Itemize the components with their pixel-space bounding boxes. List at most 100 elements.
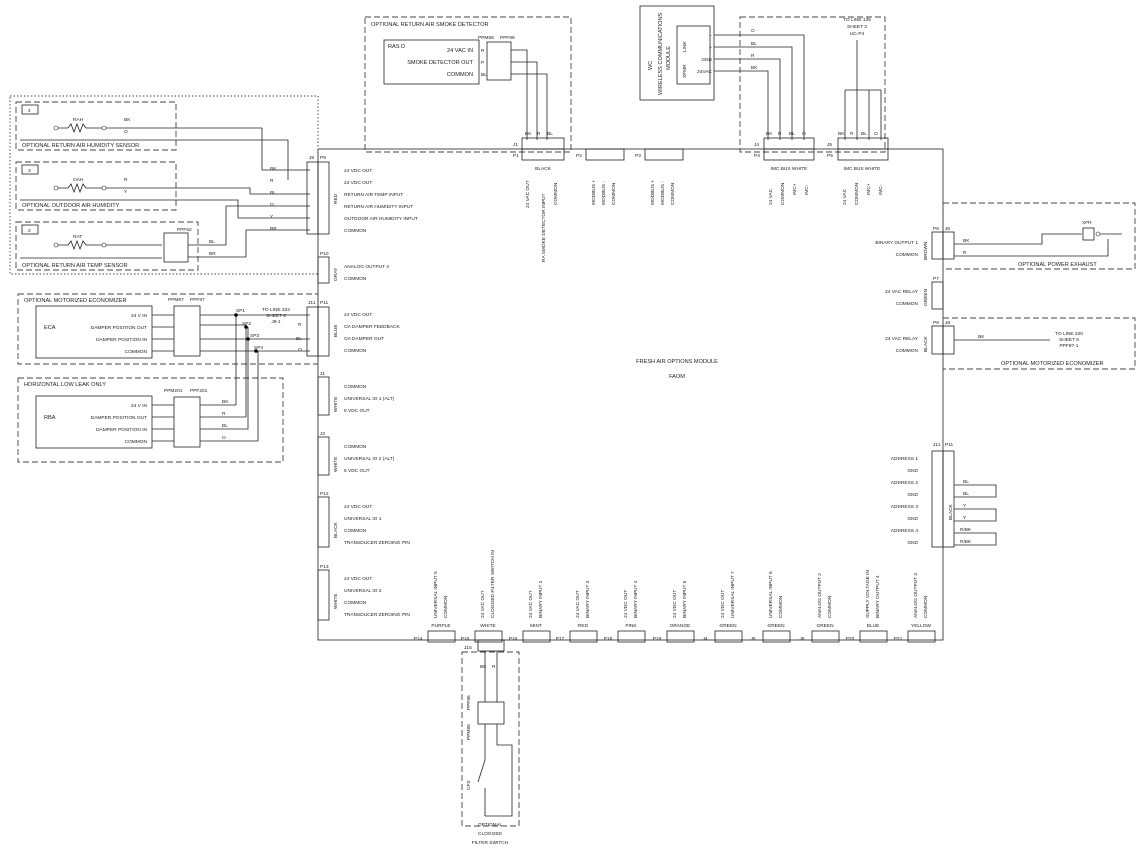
filter-switch-wires (477, 651, 513, 817)
rat-num-flag (21, 224, 39, 235)
bottom-conn-label-11: P21 (894, 636, 903, 642)
j11l-label-4: COMMON (344, 348, 367, 354)
module-name: FRESH AIR OPTIONS MODULE (636, 359, 718, 365)
j2l-conn-label: J2 (320, 431, 325, 437)
j1-wire-2: R (537, 131, 541, 137)
j15-plug (477, 639, 505, 652)
j8-plug-label: J8 (945, 320, 950, 326)
p1-label-1: 24 VAC OUT (525, 180, 531, 208)
eca-to-line-3: J8-1 (271, 319, 281, 325)
bottom-conn-label-b-2: CLOGGED FILTER SWITCH IN (490, 550, 496, 618)
p4-label-2: COMMON (780, 182, 786, 205)
address-wire-6: R/BK (960, 539, 972, 545)
p1-plug-label: P1 (513, 153, 519, 159)
p8-label-2: COMMON (896, 348, 919, 354)
bottom-conn-label-a-10: SUPPLY VOLTAGE IN (865, 570, 871, 618)
bottom-conn-label-7: J4 (702, 636, 707, 642)
p13-color: WHITE (333, 594, 339, 609)
eca-to-line-1: TO LINE 322 (262, 307, 290, 313)
j11l-label-1: 24 VDC OUT (344, 312, 372, 318)
j9-conn (317, 161, 330, 235)
rah-tag: RAH (73, 117, 84, 123)
llo-group-title: HORIZONTAL LOW LEAK ONLY (24, 382, 106, 388)
p10-color: GRAY (333, 267, 339, 281)
oah-group-title: OPTIONAL OUTDOOR AIR HUMIDITY (22, 203, 120, 209)
rba-tag: RBA (44, 415, 56, 421)
wc-pin-2: + (709, 46, 712, 51)
address-label-2: GND (907, 468, 918, 474)
j1l-conn-label: J1 (320, 371, 325, 377)
sp1: SP1 (236, 308, 245, 314)
address-conn-label: J11 (933, 442, 941, 448)
bottom-conn-3 (522, 630, 551, 643)
filter-switch-frame (461, 651, 520, 827)
j11l-plug (306, 306, 319, 357)
j4-wire-3: BL (789, 131, 795, 137)
smoke-pin-3: COMMON (447, 72, 473, 78)
address-wire-4: Y (963, 515, 967, 521)
p10-conn-label: P10 (320, 251, 329, 257)
p7-conn-label: P7 (933, 276, 939, 282)
address-wire-2: BL (963, 491, 969, 497)
to-line-135-3: UC-P4 (850, 31, 865, 37)
bottom-conn-color-2: WHITE (480, 623, 495, 629)
p7-label-2: COMMON (896, 301, 919, 307)
j11l-wire-2: BL (296, 336, 302, 342)
wc-wires (714, 34, 805, 140)
p5-label-1: 24 VAC (842, 188, 848, 205)
smoke-plug-m: PPM88 (478, 35, 494, 41)
bottom-conn-7 (714, 630, 743, 643)
j2l-label-2: UNIVERSAL IO 2 (ALT) (344, 456, 395, 462)
j9-plug (306, 161, 319, 235)
bottom-conn-color-10: BLUE (867, 623, 880, 629)
j5-wire-1: BK (838, 131, 845, 137)
rah-frame (15, 101, 177, 151)
sp3: SP3 (250, 333, 259, 339)
cfs-tag: CFS (466, 780, 472, 790)
address-label-3: ADDRESS 2 (891, 480, 919, 486)
rat-tag: RAT (73, 234, 82, 240)
smoke-pin-2: SMOKE DETECTOR OUT (407, 60, 473, 66)
j1l-label-3: 5 VDC OUT (344, 408, 370, 414)
bottom-conn-label-a-5: 24 VDC OUT (623, 590, 629, 618)
j9-wire-1: BK (270, 166, 277, 172)
sp2-dot (244, 325, 248, 329)
wc-name-2: MODULE (666, 46, 672, 70)
p4-conn (763, 148, 815, 161)
rat-sensor (20, 205, 310, 263)
wc-wire-1: O (751, 28, 755, 34)
bottom-conn-label-b-9: COMMON (827, 595, 833, 618)
rat-wire-1: BL (209, 239, 215, 245)
rba-box (35, 395, 153, 449)
rba-plug-body (173, 396, 201, 448)
p5-label-2: COMMON (854, 182, 860, 205)
p5-conn (837, 148, 889, 161)
address-jumpers (954, 484, 997, 546)
j1l-conn (317, 376, 330, 416)
rba-wires (152, 339, 258, 442)
p5-color: IMC BUS WHITE (844, 166, 881, 172)
smoke-plug-body (486, 41, 512, 81)
eca-plug-f: PPF87 (190, 297, 205, 303)
j5-wire-2: R (850, 131, 854, 137)
wc-inner-1: XFMR (682, 64, 688, 78)
j5-plug (837, 137, 889, 150)
rba-plug-f: PPF201 (190, 388, 208, 394)
smoke-detector-tag: RAS D (388, 44, 405, 50)
bottom-conn-label-b-5: BINARY INPUT 4 (633, 580, 639, 618)
p8-wire-1: BK (978, 334, 985, 340)
econ-group-title: OPTIONAL MOTORIZED ECONOMIZER (24, 298, 127, 304)
j9-wire-4: O (270, 202, 274, 208)
j9-wire-3: BL (270, 190, 276, 196)
bottom-conn-label-a-2: 24 VAC OUT (480, 590, 486, 618)
eca-pin-2: DAMPER POSITION OUT (91, 325, 147, 331)
j9-label-4: RETURN AIR HUMIDITY INPUT (344, 204, 413, 210)
p6-label-1: BINARY OUTPUT 1 (875, 240, 918, 246)
faom-board (317, 148, 944, 641)
j11l-color: BLUE (333, 324, 339, 337)
xfr-tag: XFR (1082, 220, 1092, 226)
p1-label-2: RA SMOKE DETECTOR INPUT (541, 194, 547, 262)
bottom-conn-color-7: GREEN (719, 623, 737, 629)
j11l-wire-3: O (298, 347, 302, 353)
j9-label-1: 24 VDC OUT (344, 168, 372, 174)
